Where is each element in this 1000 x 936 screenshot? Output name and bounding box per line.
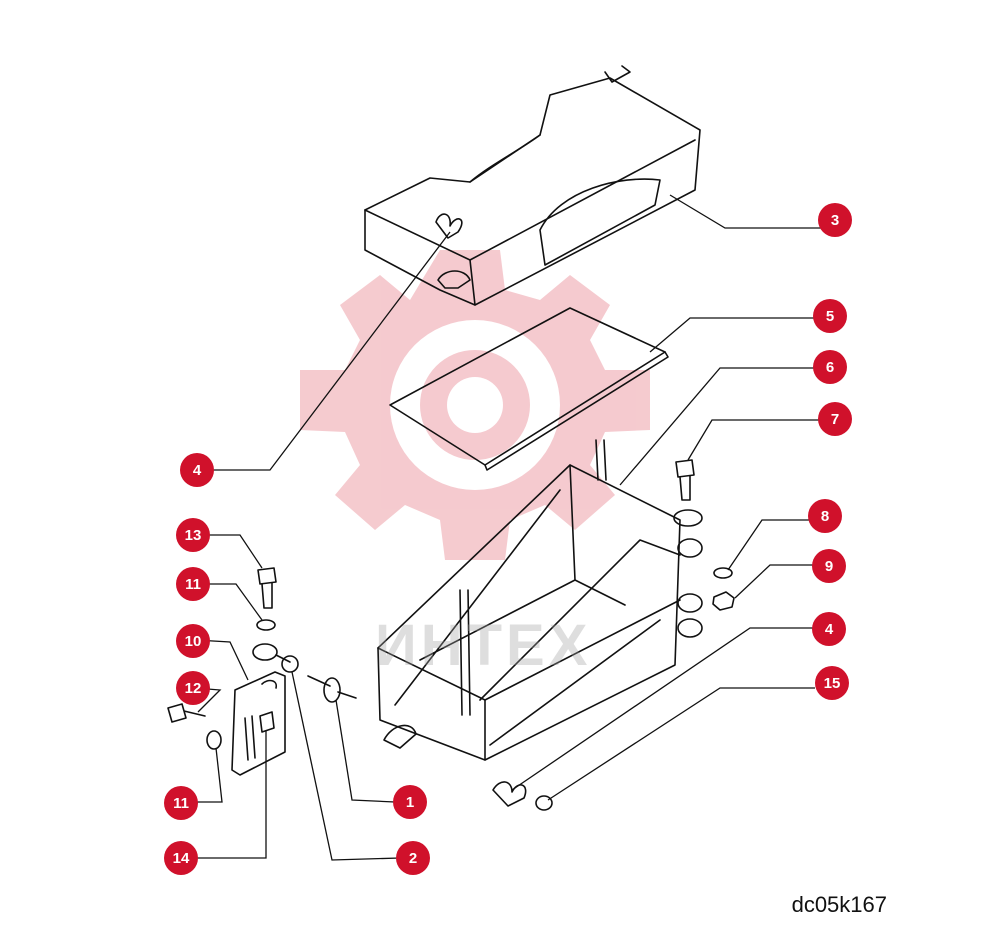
stud-part xyxy=(459,589,471,716)
callout-10[interactable]: 10 xyxy=(176,624,210,658)
callout-3[interactable]: 3 xyxy=(818,203,852,237)
washer-part-11-bottom xyxy=(206,730,222,750)
callout-1[interactable]: 1 xyxy=(393,785,427,819)
cover-part xyxy=(364,65,701,306)
callout-5[interactable]: 5 xyxy=(813,299,847,333)
washer-part-11-top xyxy=(256,619,276,631)
bracket-part-10 xyxy=(231,671,286,776)
callout-11-lower[interactable]: 11 xyxy=(164,786,198,820)
leader-lines xyxy=(194,194,822,861)
bolt-part-13 xyxy=(257,567,277,609)
callout-15[interactable]: 15 xyxy=(815,666,849,700)
wing-nut-part-4 xyxy=(492,781,527,807)
bolt-part-7 xyxy=(675,459,695,501)
tray-part xyxy=(377,464,681,761)
callout-12[interactable]: 12 xyxy=(176,671,210,705)
callout-9[interactable]: 9 xyxy=(812,549,846,583)
eye-bolt-part-2 xyxy=(252,643,299,673)
callout-6[interactable]: 6 xyxy=(813,350,847,384)
stud-part-1 xyxy=(307,675,357,703)
watermark-gear-icon xyxy=(300,250,650,560)
washer-part-8 xyxy=(713,567,733,579)
callout-4-lower[interactable]: 4 xyxy=(812,612,846,646)
callout-11-upper[interactable]: 11 xyxy=(176,567,210,601)
callout-2[interactable]: 2 xyxy=(396,841,430,875)
nut-part-9 xyxy=(712,591,735,611)
callout-13[interactable]: 13 xyxy=(176,518,210,552)
hinge-lugs xyxy=(673,509,703,638)
watermark-text: ИНТЕХ xyxy=(375,613,592,678)
cover-wing-nut xyxy=(435,213,471,289)
callout-8[interactable]: 8 xyxy=(808,499,842,533)
callout-7[interactable]: 7 xyxy=(818,402,852,436)
callout-4-upper[interactable]: 4 xyxy=(180,453,214,487)
drawing-code: dc05k167 xyxy=(791,892,887,917)
callout-14[interactable]: 14 xyxy=(164,841,198,875)
washer-part-15 xyxy=(535,795,553,811)
screw-part-12 xyxy=(167,703,206,723)
